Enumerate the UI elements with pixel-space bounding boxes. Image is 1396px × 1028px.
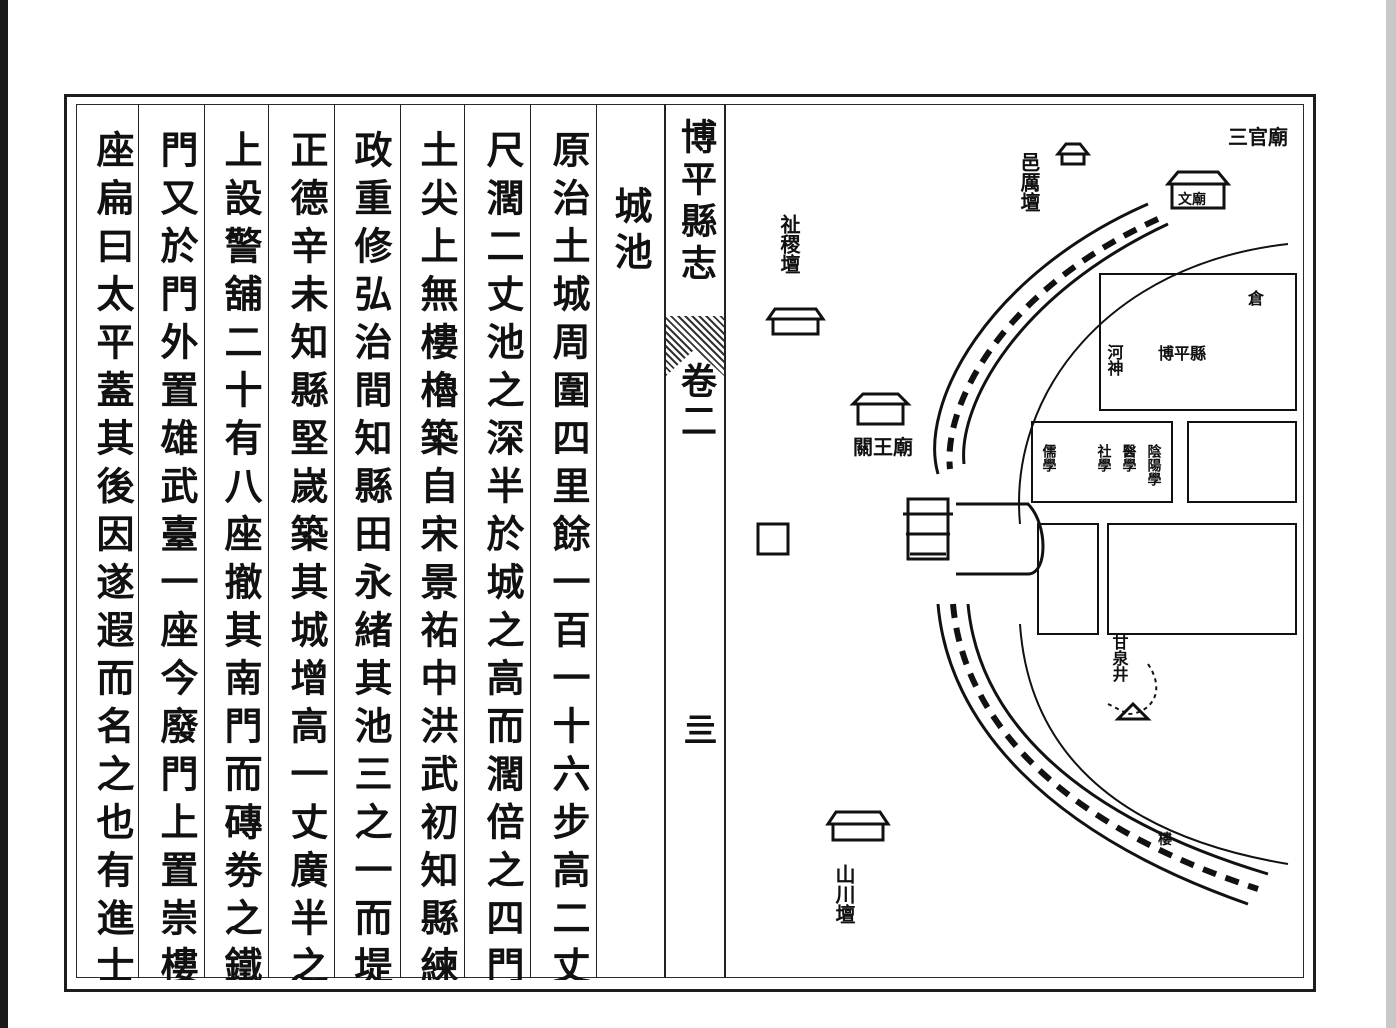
mountain-altar-building bbox=[825, 810, 891, 842]
scan-edge-right bbox=[1386, 0, 1396, 1028]
label-office: 博平縣 bbox=[1158, 344, 1206, 363]
text-column-6: 上設警舖二十有八座撤其南門而磚劵之鐵其 bbox=[218, 130, 263, 980]
guan-temple-building bbox=[849, 392, 912, 426]
label-spring-well: 甘泉井 bbox=[1110, 634, 1129, 683]
school-compound bbox=[1031, 421, 1173, 503]
book-title: 博平縣志 bbox=[675, 118, 717, 286]
label-top-temple: 三官廟 bbox=[1228, 125, 1288, 149]
text-column-3: 土尖上無樓櫓築自宋景祐中洪武初知縣練宗 bbox=[414, 130, 459, 980]
label-river-god: 河神 bbox=[1105, 343, 1124, 377]
text-column-8: 座扁曰太平蓋其後因遂遐而名之也有進士吳 bbox=[90, 130, 135, 980]
label-ward-shrine: 祉稷壇 bbox=[777, 214, 800, 274]
text-column-7: 門又於門外置雄武臺一座今廢門上置崇樓一 bbox=[154, 130, 199, 980]
column-rule bbox=[530, 104, 531, 978]
city-wall-upper bbox=[933, 202, 1149, 475]
temple-building bbox=[1164, 170, 1232, 210]
label-mountain-altar: 山川壇 bbox=[832, 864, 856, 924]
label-school-4: 儒學 bbox=[1041, 443, 1057, 473]
gate-tower bbox=[906, 497, 950, 561]
altar-building bbox=[1054, 142, 1092, 166]
text-column-4: 政重修弘治間知縣田永緒其池三之一而堤之 bbox=[348, 130, 393, 980]
label-granary: 倉 bbox=[1247, 289, 1265, 308]
yamen-compound bbox=[1099, 273, 1297, 411]
column-rule bbox=[464, 104, 465, 978]
city-map: 邑厲壇 三官廟 文廟 祉稷壇 關王廟 河神 博平縣 倉 陰陽學 醫學 社學 儒學… bbox=[756, 125, 1297, 924]
label-inner-temple: 文廟 bbox=[1178, 191, 1206, 208]
page-number: 亖 bbox=[677, 712, 717, 746]
shrine-building bbox=[765, 307, 826, 336]
city-wall-lower bbox=[936, 603, 1249, 906]
woodblock-outer-frame bbox=[64, 94, 1316, 992]
column-rule bbox=[204, 104, 205, 978]
center-fold-band bbox=[664, 104, 726, 978]
scan-edge-left bbox=[0, 0, 8, 1028]
label-tower: 樓 bbox=[1158, 831, 1172, 848]
label-school-1: 陰陽學 bbox=[1146, 443, 1162, 487]
column-rule bbox=[138, 104, 139, 978]
column-rule bbox=[596, 104, 597, 978]
text-column-2: 尺濶二丈池之深半於城之高而濶倍之四門俱 bbox=[480, 130, 525, 980]
label-guan-temple: 關王廟 bbox=[853, 435, 913, 459]
text-column-1: 原治土城周圍四里餘一百一十六步高二丈五 bbox=[546, 130, 591, 980]
section-heading: 城池 bbox=[608, 186, 653, 278]
label-school-3: 社學 bbox=[1096, 443, 1113, 473]
text-column-5: 正德辛未知縣堅嵗築其城增高一丈廣半之城 bbox=[284, 130, 329, 980]
column-rule bbox=[334, 104, 335, 978]
column-rule bbox=[400, 104, 401, 978]
volume-label: 卷二 bbox=[675, 362, 717, 442]
woodblock-inner-frame bbox=[76, 104, 1304, 978]
column-rule bbox=[268, 104, 269, 978]
label-school-2: 醫學 bbox=[1121, 443, 1137, 473]
label-top-altar: 邑厲壇 bbox=[1017, 152, 1040, 212]
